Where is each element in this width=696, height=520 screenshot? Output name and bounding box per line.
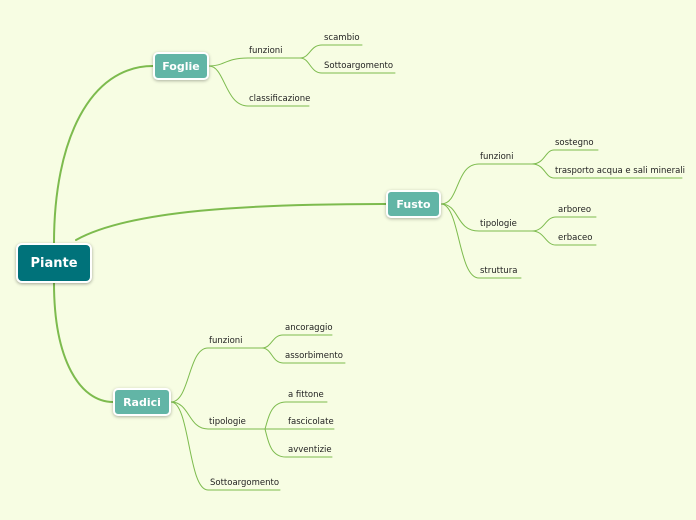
root-node-label: Piante: [30, 255, 78, 271]
topic-foglie-classificazione[interactable]: classificazione: [249, 94, 311, 104]
topic-radici-fittone[interactable]: a fittone: [288, 390, 324, 400]
connector-radici-funzioni: [170, 347, 263, 403]
connector-fusto-sostegno: [531, 149, 599, 165]
branch-node-fusto[interactable]: Fusto: [386, 190, 441, 218]
connector-fusto-funzioni: [440, 163, 533, 205]
topic-fusto-erbaceo[interactable]: erbaceo: [558, 233, 593, 243]
connector-root-fusto: [75, 203, 387, 241]
connector-radici-ancoraggio: [261, 334, 333, 349]
root-node-piante[interactable]: Piante: [16, 243, 92, 283]
connector-radici-sottoargomento: [170, 401, 281, 491]
connector-fusto-struttura: [440, 203, 522, 279]
topic-radici-assorbimento[interactable]: assorbimento: [285, 351, 343, 361]
connector-radici-avventizie: [264, 428, 333, 458]
topic-fusto-tipologie[interactable]: tipologie: [480, 219, 517, 229]
topic-fusto-trasporto[interactable]: trasporto acqua e sali minerali: [555, 166, 686, 176]
branch-node-label: Radici: [123, 395, 161, 409]
connector-root-radici: [53, 282, 114, 403]
connector-foglie-funzioni: [208, 57, 301, 67]
topic-foglie-funzioni[interactable]: funzioni: [249, 46, 283, 56]
topic-radici-ancoraggio[interactable]: ancoraggio: [285, 323, 333, 333]
connector-radici-fittone: [264, 401, 328, 430]
branch-node-foglie[interactable]: Foglie: [153, 52, 209, 80]
topic-radici-funzioni[interactable]: funzioni: [209, 336, 243, 346]
topic-fusto-funzioni[interactable]: funzioni: [480, 152, 514, 162]
topic-foglie-scambio[interactable]: scambio: [324, 33, 360, 43]
connector-fusto-arboreo: [531, 216, 597, 232]
branch-node-label: Fusto: [396, 197, 431, 211]
branch-node-label: Foglie: [162, 59, 200, 73]
connector-root-foglie: [53, 65, 154, 244]
topic-fusto-sostegno[interactable]: sostegno: [555, 138, 594, 148]
topic-radici-tipologie[interactable]: tipologie: [209, 417, 246, 427]
topic-fusto-struttura[interactable]: struttura: [480, 266, 518, 276]
topic-radici-avventizie[interactable]: avventizie: [288, 445, 332, 455]
topic-radici-sottoargomento[interactable]: Sottoargomento: [210, 478, 280, 488]
topic-foglie-sottoargomento[interactable]: Sottoargomento: [324, 61, 394, 71]
connector-radici-tipologie: [170, 401, 266, 430]
topic-radici-fascicolate[interactable]: fascicolate: [288, 417, 334, 427]
topic-fusto-arboreo[interactable]: arboreo: [558, 205, 592, 215]
connector-funzioni-sottoargomento: [299, 57, 396, 74]
connector-funzioni-scambio: [299, 44, 363, 59]
branch-node-radici[interactable]: Radici: [113, 388, 171, 416]
connector-fusto-erbaceo: [531, 230, 597, 246]
connector-fusto-trasporto: [531, 163, 683, 179]
connector-radici-assorbimento: [261, 347, 346, 364]
connector-fusto-tipologie: [440, 203, 533, 232]
connector-foglie-classificazione: [208, 65, 310, 107]
